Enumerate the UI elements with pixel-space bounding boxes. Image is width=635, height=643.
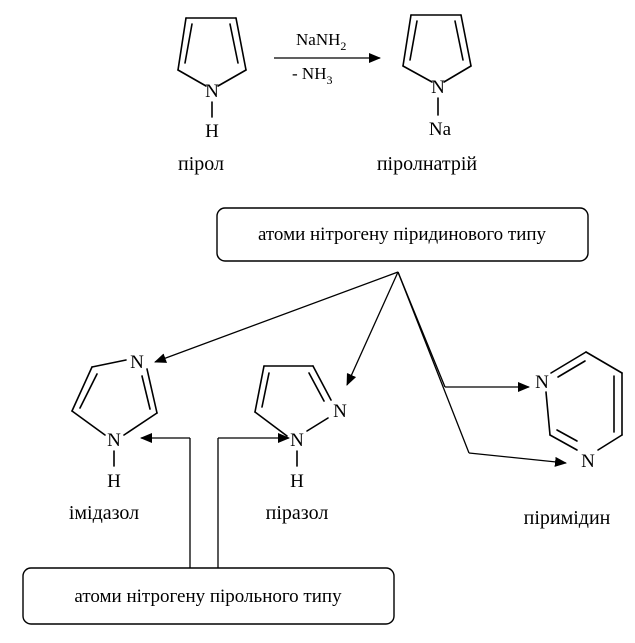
pyrrole-n-atom: N [205, 81, 219, 102]
pyrrole-type-arrows [140, 433, 290, 568]
sodium-pyrrolide-name: піролнатрій [377, 153, 478, 175]
pyridine-type-label: атоми нітрогену піридинового типу [258, 224, 547, 245]
imidazole-name: імідазол [69, 502, 139, 524]
pyrazole-name: піразол [266, 502, 329, 524]
pyridine-type-arrows [154, 271, 567, 467]
imidazole-n1-atom: N [107, 430, 121, 451]
pyrazole-structure: N N H [254, 365, 347, 492]
pyrazole-n1-atom: N [290, 430, 304, 451]
pyrimidine-n3-atom: N [581, 451, 595, 472]
pyrrole-h-atom: H [205, 121, 219, 142]
pyrrole-type-box [22, 567, 395, 625]
pyrrole-name: пірол [178, 153, 224, 175]
pyrazole-h-atom: H [290, 471, 304, 492]
pyrimidine-name: піримідин [524, 507, 611, 529]
pyrrole-structure: N H [177, 17, 247, 142]
pyrimidine-structure: N N [535, 351, 623, 472]
pyrrolide-na-atom: Na [429, 119, 452, 140]
pyridine-type-box [216, 207, 589, 262]
pyrimidine-n1-atom: N [535, 372, 549, 393]
imidazole-h-atom: H [107, 471, 121, 492]
sodium-pyrrolide-structure: N Na [402, 14, 472, 140]
byproduct-label: - NH3 [292, 64, 332, 87]
imidazole-n3-atom: N [130, 352, 144, 373]
pyrazole-n2-atom: N [333, 401, 347, 422]
pyrrolide-n-atom: N [431, 77, 445, 98]
pyrrole-type-label: атоми нітрогену пірольного типу [74, 586, 342, 607]
imidazole-structure: N N H [71, 352, 158, 492]
reagent-label: NaNH2 [296, 30, 346, 53]
